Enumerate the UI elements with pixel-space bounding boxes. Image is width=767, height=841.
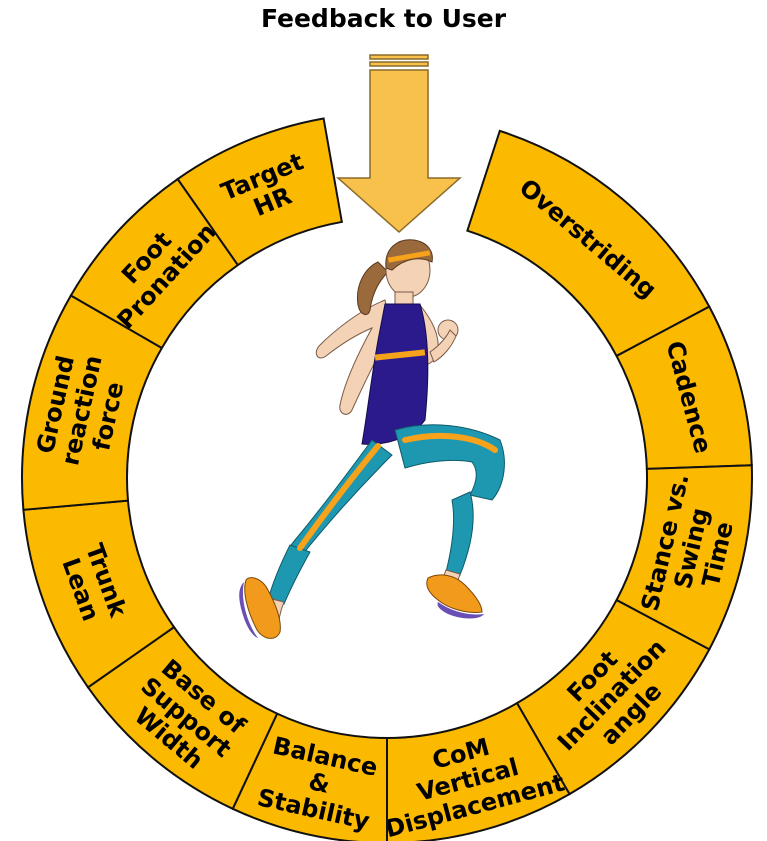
runner-headband (387, 250, 431, 263)
runner-front-shoe (426, 574, 483, 613)
arrow-top-line-2 (369, 61, 429, 67)
runner-front-shoe-sole (437, 602, 484, 619)
feedback-arrow (336, 54, 462, 234)
segment-target-hr (176, 117, 344, 267)
runner-back-arm (315, 299, 393, 415)
runner-forearm (429, 329, 457, 363)
runner-ponytail (356, 261, 389, 316)
runner-back-shoe-sole (239, 582, 258, 638)
runner-front-lower-leg (445, 491, 474, 576)
diagram-title: Feedback to User (260, 4, 507, 33)
runner-tank-band (374, 349, 426, 361)
runner-pant-stripe-back (297, 443, 381, 551)
segment-com-vertical-displacement (386, 701, 571, 841)
runner-pant-stripe-front (402, 432, 498, 453)
runner-back-shoe (244, 577, 281, 639)
arrow-body (336, 69, 462, 234)
runner-back-lower-leg (267, 544, 311, 605)
arrow-top-line-1 (369, 54, 429, 60)
runner-figure (239, 239, 505, 639)
